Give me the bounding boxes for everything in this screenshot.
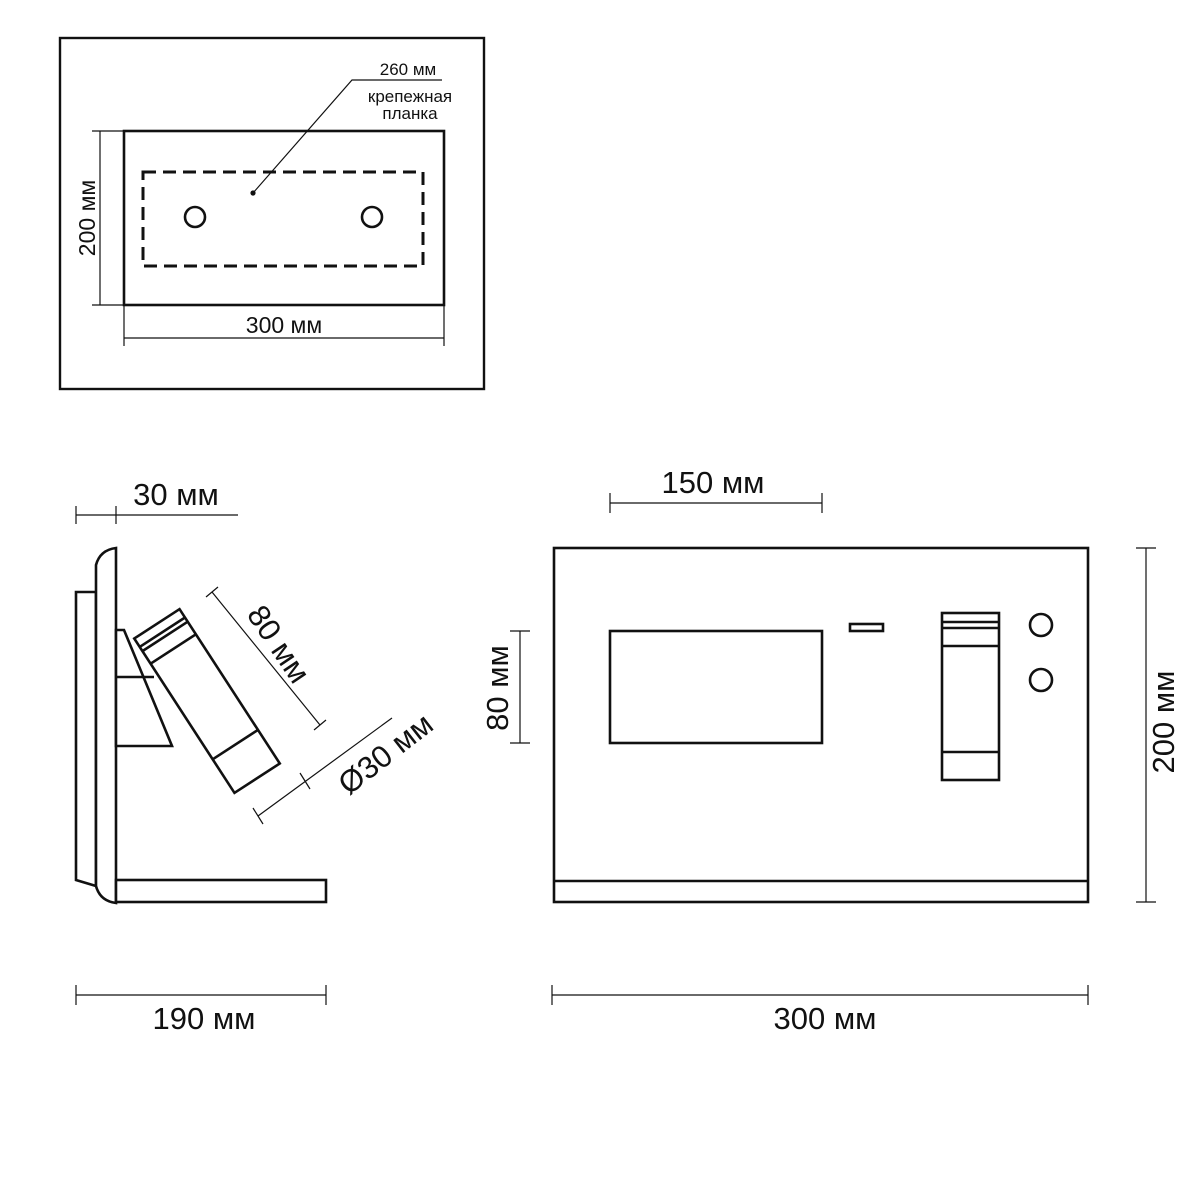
bracket-note-line1: крепежная bbox=[368, 87, 452, 106]
side-body bbox=[94, 546, 118, 905]
spot-head bbox=[132, 607, 282, 795]
side-view: 30 мм 80 мм Ø30 мм 190 мм bbox=[74, 477, 440, 1036]
top-view: 260 мм крепежная планка 200 мм 300 мм bbox=[58, 36, 486, 391]
side-shelf bbox=[114, 878, 328, 904]
top-width-label: 300 мм bbox=[246, 312, 322, 338]
front-spot bbox=[940, 611, 1001, 782]
button-top bbox=[1028, 612, 1054, 638]
spot-ring-2 bbox=[141, 620, 189, 653]
spot-length-dim-line bbox=[211, 591, 321, 726]
leader-line bbox=[252, 79, 442, 194]
wall-offset-label: 30 мм bbox=[133, 477, 219, 512]
panel-height-label: 80 мм bbox=[480, 645, 515, 731]
bracket-note-line2: планка bbox=[382, 104, 438, 123]
top-height-label: 200 мм bbox=[74, 180, 100, 256]
spot-diameter-label: Ø30 мм bbox=[331, 706, 439, 801]
spot-length-tick-top bbox=[205, 586, 219, 598]
mounting-hole-left bbox=[183, 205, 207, 229]
spot-length-tick-bottom bbox=[313, 719, 327, 731]
spot-mount bbox=[114, 628, 174, 748]
top-view-body bbox=[122, 129, 446, 307]
spot-diameter-dim-line bbox=[257, 717, 393, 817]
spot-cylinder bbox=[132, 607, 282, 795]
button-bottom bbox=[1028, 667, 1054, 693]
top-view-frame bbox=[58, 36, 486, 391]
front-height-label: 200 мм bbox=[1146, 671, 1181, 774]
wall-plate bbox=[74, 590, 98, 888]
mounting-bracket-outline bbox=[141, 170, 425, 268]
spot-ring-3 bbox=[149, 633, 197, 665]
spot-diameter-tick-1 bbox=[252, 807, 264, 825]
mounting-hole-right bbox=[360, 205, 384, 229]
spot-lens-ring bbox=[211, 728, 259, 761]
front-view: 150 мм 80 мм 200 мм 300 мм bbox=[480, 465, 1181, 1036]
depth-label: 190 мм bbox=[153, 1001, 256, 1036]
spot-ring-1 bbox=[138, 616, 186, 649]
bracket-length-label: 260 мм bbox=[380, 60, 436, 79]
spot-length-label: 80 мм bbox=[240, 599, 317, 690]
spot-diameter-tick-2 bbox=[299, 772, 311, 790]
panel-width-label: 150 мм bbox=[662, 465, 765, 500]
front-width-label: 300 мм bbox=[774, 1001, 877, 1036]
front-panel bbox=[608, 629, 824, 745]
indicator-slot bbox=[848, 622, 885, 633]
